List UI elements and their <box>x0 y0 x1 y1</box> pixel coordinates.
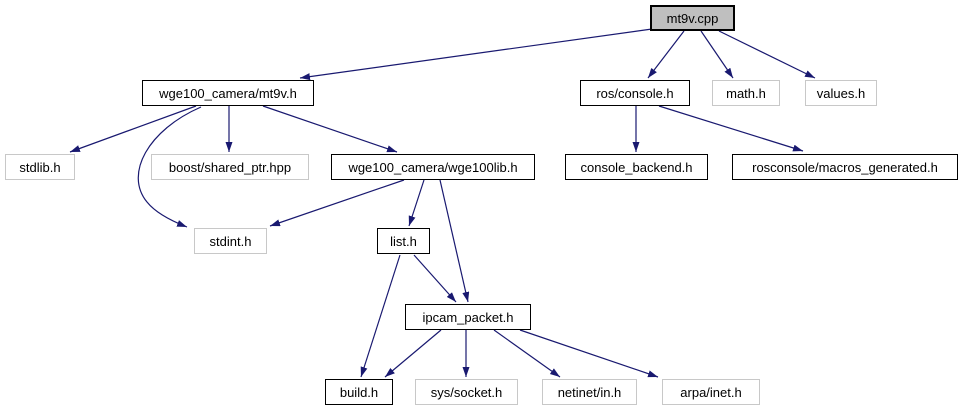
node-sys-socket-h: sys/socket.h <box>415 379 518 405</box>
graph-edge <box>384 329 442 378</box>
node-wge100-camera-mt9v-h[interactable]: wge100_camera/mt9v.h <box>142 80 314 106</box>
node-arpa-inet-h: arpa/inet.h <box>662 379 760 405</box>
node-build-h[interactable]: build.h <box>325 379 393 405</box>
node-math-h: math.h <box>712 80 780 106</box>
graph-edge <box>137 106 202 228</box>
node-ipcam-packet-h[interactable]: ipcam_packet.h <box>405 304 531 330</box>
graph-edge <box>269 179 405 227</box>
node-rosconsole-macros-generated-h[interactable]: rosconsole/macros_generated.h <box>732 154 958 180</box>
graph-edge <box>262 105 398 153</box>
graph-edge <box>360 254 401 378</box>
graph-edge <box>519 329 659 378</box>
node-netinet-in-h: netinet/in.h <box>542 379 637 405</box>
graph-edge <box>658 105 804 152</box>
graph-edge <box>647 30 685 79</box>
graph-edge <box>299 28 653 81</box>
node-boost-shared-ptr-hpp: boost/shared_ptr.hpp <box>151 154 309 180</box>
graph-edge <box>69 105 197 153</box>
node-console-backend-h[interactable]: console_backend.h <box>565 154 708 180</box>
graph-edge <box>493 329 561 378</box>
node-mt9v-cpp: mt9v.cpp <box>650 5 735 31</box>
node-values-h: values.h <box>805 80 877 106</box>
graph-edge <box>408 179 425 227</box>
graph-edge <box>700 30 734 79</box>
node-list-h[interactable]: list.h <box>377 228 430 254</box>
node-wge100-camera-wge100lib-h[interactable]: wge100_camera/wge100lib.h <box>331 154 535 180</box>
node-stdlib-h: stdlib.h <box>5 154 75 180</box>
graph-edge <box>439 179 470 303</box>
graph-edge <box>413 254 457 303</box>
node-stdint-h: stdint.h <box>194 228 267 254</box>
graph-edge <box>718 30 816 79</box>
node-ros-console-h[interactable]: ros/console.h <box>580 80 690 106</box>
